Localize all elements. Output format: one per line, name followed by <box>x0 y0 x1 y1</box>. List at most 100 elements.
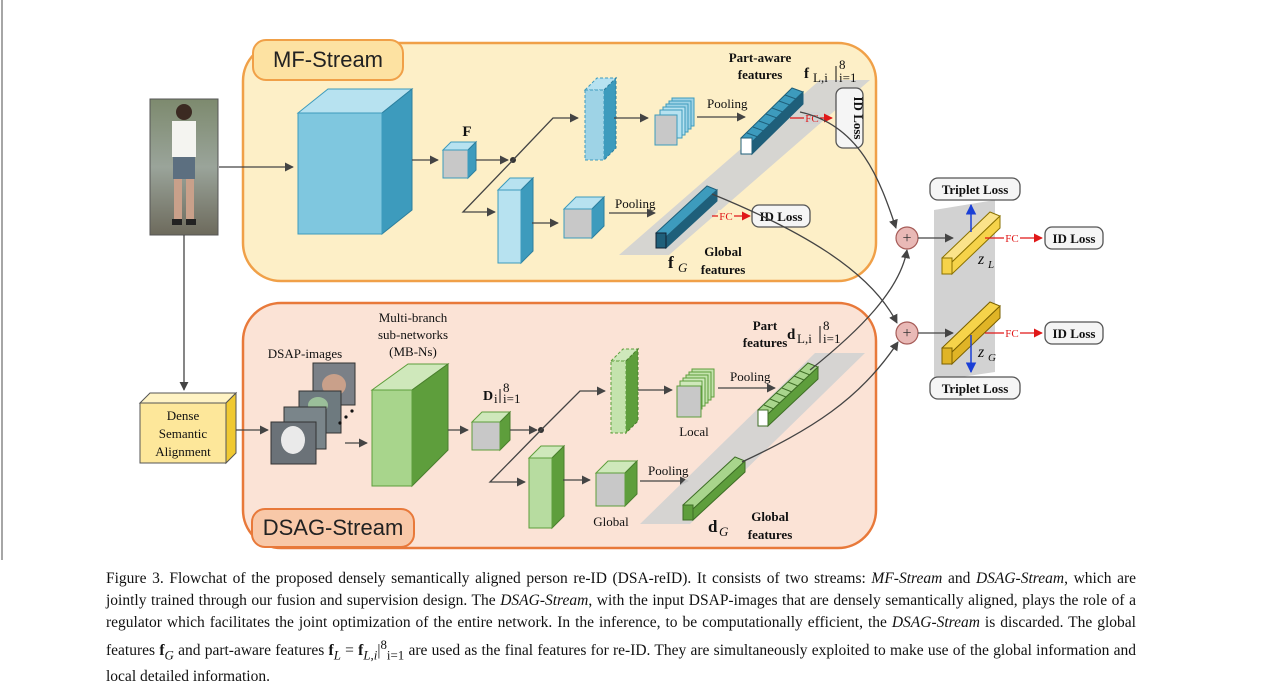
dsag-feature-plane <box>640 353 865 524</box>
symbol-f-L-i: f L,i 8 i=1 <box>804 57 856 85</box>
curve-dsag-part-to-fusion-top <box>809 249 911 371</box>
label-alignment-2: Semantic <box>159 426 208 441</box>
mf-part-stack <box>654 97 695 146</box>
label-dsap-images: DSAP-images <box>268 346 342 361</box>
caption-text-6: and part-aware features <box>173 642 329 660</box>
dsag-lower-branch-slab <box>527 444 566 530</box>
mf-part-aware-bar <box>740 87 804 156</box>
label-global-features-dsag-1: Global <box>751 509 789 524</box>
sym-f-L-sub: L,i <box>813 70 828 85</box>
symbol-D-i: D i 8 i=1 <box>483 380 520 406</box>
caption-dsag-stream-1: DSAG-Stream <box>975 570 1065 587</box>
fc-bg-zG <box>1004 327 1020 339</box>
label-local: Local <box>679 424 709 439</box>
label-mbn-3: (MB-Ns) <box>389 344 437 359</box>
plus-top-sign: + <box>902 230 911 247</box>
label-part-features-2: features <box>743 335 788 350</box>
sym-z-L-sub: L <box>987 259 994 271</box>
label-part-aware-2: features <box>738 67 783 82</box>
label-id-loss-mf-global: ID Loss <box>760 209 803 224</box>
mf-upper-branch-slab <box>583 76 618 162</box>
arrow-mf-upper-branch <box>512 113 579 161</box>
label-triplet-loss-bottom: Triplet Loss <box>942 381 1009 396</box>
dense-semantic-alignment-box: Dense Semantic Alignment <box>138 391 238 465</box>
id-loss-box-zG: ID Loss <box>1044 321 1104 345</box>
sym-D: D <box>483 389 493 404</box>
caption-range-sup: 8 <box>380 637 387 652</box>
label-global-features-mf-1: Global <box>704 244 742 259</box>
sym-d-L-range: i=1 <box>823 331 840 346</box>
label-global-features-mf-2: features <box>701 262 746 277</box>
sym-f-L: f <box>804 66 810 82</box>
symbol-d-G: d G <box>708 517 729 539</box>
z-G-bar <box>941 301 1001 366</box>
label-fc-zG: FC <box>1005 328 1018 340</box>
label-triplet-loss-top: Triplet Loss <box>942 182 1009 197</box>
label-fc-mf-global: FC <box>719 211 732 223</box>
label-alignment-3: Alignment <box>155 444 211 459</box>
sym-d-L-sub: L,i <box>797 331 812 346</box>
fc-bg-mf-global <box>718 210 734 222</box>
label-global: Global <box>593 514 629 529</box>
caption-text-1: Figure 3. Flowchat of the proposed dense… <box>106 570 872 587</box>
label-id-loss-zG: ID Loss <box>1053 326 1096 341</box>
label-pooling-dsag-global: Pooling <box>648 463 689 478</box>
curve-mf-part-to-fusion-top <box>799 111 898 229</box>
fusion-plus-bottom: + <box>895 321 919 345</box>
label-pooling-mf-part: Pooling <box>707 96 748 111</box>
symbol-f-G: f G <box>668 253 688 275</box>
mf-backbone-cube <box>296 87 414 236</box>
label-global-features-dsag-2: features <box>748 527 793 542</box>
arrow-mf-lower-branch <box>461 159 514 217</box>
dsag-local-stack <box>676 368 715 418</box>
dsa-reid-flowchart: MF-Stream DSAG-Stream F <box>1 0 1104 560</box>
label-alignment-1: Dense <box>167 408 200 423</box>
id-loss-box-zL: ID Loss <box>1044 226 1104 250</box>
label-pooling-dsag-part: Pooling <box>730 369 771 384</box>
caption-text-5: is discarded. The global features <box>106 614 1136 660</box>
symbol-z-G: z G <box>977 344 996 364</box>
feature-map-D-cube <box>470 410 512 452</box>
dsag-global-cube <box>594 459 639 508</box>
mf-global-bar <box>655 185 718 250</box>
arrow-dsag-upper-branch <box>540 386 606 431</box>
label-pooling-mf-global: Pooling <box>615 196 656 211</box>
dsag-stream-title: DSAG-Stream <box>263 515 404 540</box>
plus-bottom-sign: + <box>902 325 911 342</box>
caption-f-L: f <box>328 642 334 660</box>
sym-z-L: z <box>977 251 985 268</box>
figure-caption: Figure 3. Flowchat of the proposed dense… <box>106 568 1136 688</box>
curve-mf-global-to-fusion-bottom <box>711 193 898 324</box>
mf-global-cube <box>562 195 606 240</box>
label-part-aware-1: Part-aware <box>729 50 792 65</box>
sym-z-G: z <box>977 344 985 361</box>
caption-dsag-stream-2: DSAG-Stream <box>500 592 589 609</box>
symbol-d-L-i: d L,i 8 i=1 <box>787 318 840 346</box>
arrow-dsag-lower-branch <box>488 429 542 487</box>
dsag-upper-branch-slab <box>609 347 640 435</box>
label-mbn-2: sub-networks <box>378 327 448 342</box>
sym-d-L: d <box>787 327 796 343</box>
feature-map-F-cube <box>441 140 478 180</box>
curve-dsag-global-to-fusion-bottom <box>741 341 899 463</box>
fusion-plus-top: + <box>895 226 919 250</box>
caption-text-8: are used as the final features for re-ID… <box>106 642 1136 686</box>
id-loss-box-mf-part: ID Loss <box>835 87 866 149</box>
caption-text-3: , which are jointly trained through our … <box>106 570 1136 609</box>
caption-text-2: and <box>942 570 976 587</box>
symbol-z-L: z L <box>977 251 994 271</box>
sym-f-L-sup: 8 <box>839 57 846 72</box>
caption-f-L-i-sub: L,i <box>363 647 378 663</box>
caption-dsag-stream-3: DSAG-Stream <box>891 614 980 631</box>
label-mbn-1: Multi-branch <box>379 310 448 325</box>
z-L-bar <box>941 211 1001 276</box>
fc-bg-zL <box>1004 232 1020 244</box>
caption-f-L-sub: L <box>333 647 341 663</box>
caption-f-L-i: f <box>358 642 364 660</box>
dsag-part-bar <box>757 362 819 428</box>
sym-f-L-range: i=1 <box>839 70 856 85</box>
caption-range-sub: i=1 <box>386 647 405 663</box>
dsag-stream-title-badge: DSAG-Stream <box>251 508 415 548</box>
sym-z-G-sub: G <box>988 352 996 364</box>
